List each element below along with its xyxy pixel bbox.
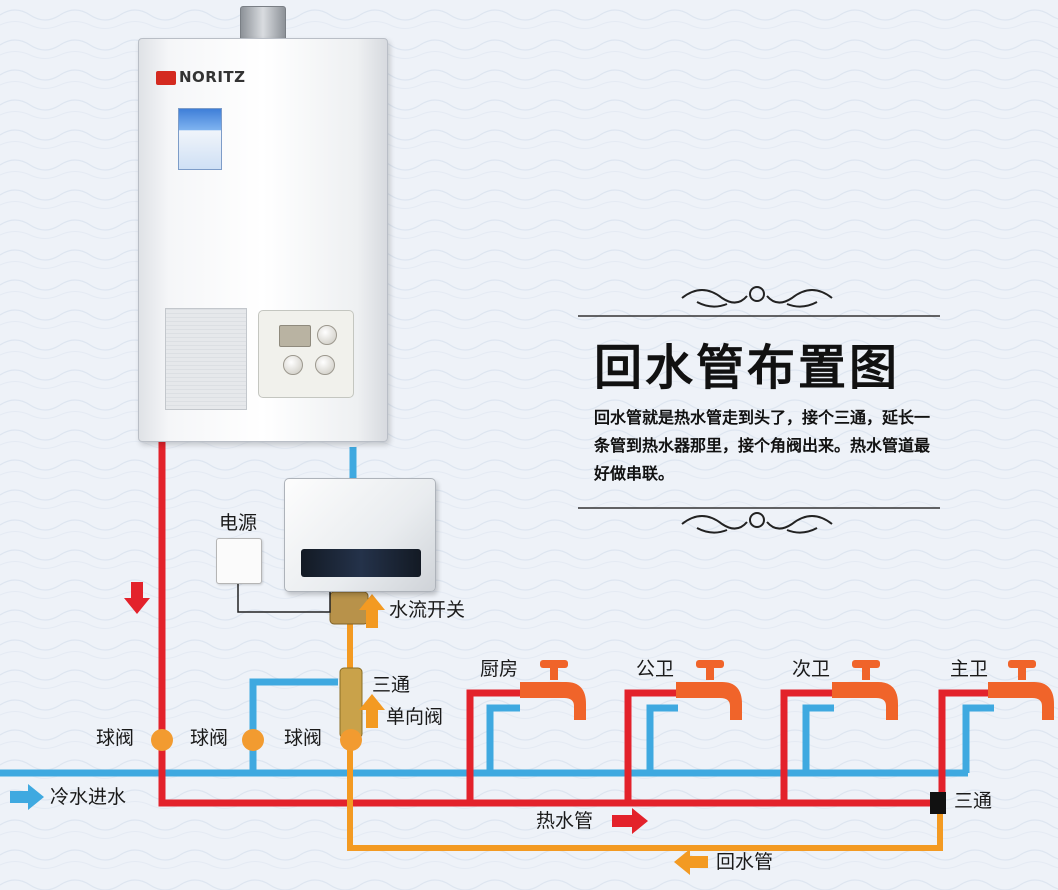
ornament-top-icon (681, 286, 833, 308)
faucet-icon-kitchen (520, 660, 586, 720)
brand-mark-icon (156, 70, 176, 85)
heater-knob-1 (317, 325, 337, 345)
tee-connector-icon (930, 792, 946, 814)
diagram-description: 回水管就是热水管走到头了，接个三通，延长一条管到热水器那里，接个角阀出来。热水管… (594, 408, 931, 483)
heater-chimney (240, 6, 286, 42)
return-pipe-line (347, 682, 943, 851)
heater-display (279, 325, 311, 347)
up-arrow-check-icon (359, 694, 385, 728)
faucet-icon-public (676, 660, 742, 720)
ball-valve-icon (151, 729, 362, 751)
label-second-bath: 次卫 (792, 658, 831, 680)
faucet-icon-master (988, 660, 1054, 720)
spec-plate (165, 308, 247, 410)
label-cold-water-in: 冷水进水 (50, 786, 127, 808)
heater-knob-2 (283, 355, 303, 375)
cold-branch-master (962, 704, 994, 773)
label-master-bath: 主卫 (950, 658, 989, 680)
ornament-bottom-icon (681, 512, 833, 534)
cold-branch-second (802, 704, 834, 773)
label-flow-switch: 水流开关 (389, 599, 466, 621)
brand-logo: NORITZ (156, 68, 246, 86)
label-ball-valve-3: 球阀 (284, 727, 323, 749)
ball-valve-3 (340, 729, 362, 751)
ornament-scroll (681, 515, 833, 534)
ornament-rosette (749, 286, 765, 302)
ball-valve-1 (151, 729, 173, 751)
label-kitchen: 厨房 (480, 658, 519, 680)
energy-label-sticker (178, 108, 222, 170)
ball-valve-2 (242, 729, 264, 751)
hot-branch-master (938, 689, 992, 803)
label-return-pipe: 回水管 (716, 851, 774, 873)
left-arrow-return-icon (674, 849, 708, 875)
circulation-pump-unit (284, 478, 436, 592)
hot-riser-from-heater (158, 440, 938, 807)
diagram-title: 回水管布置图 (594, 340, 901, 396)
hot-water-pipes (158, 440, 992, 807)
heater-control-panel (258, 310, 354, 398)
right-arrow-cold-icon (10, 784, 44, 810)
up-arrow-flow-icon (359, 594, 385, 628)
cold-branch-kitchen (486, 704, 520, 773)
heater-knob-3 (315, 355, 335, 375)
label-check-valve: 单向阀 (386, 706, 444, 728)
label-tee-upper: 三通 (372, 674, 411, 696)
hot-branch-second (780, 689, 834, 803)
brand-text: NORITZ (179, 68, 246, 86)
label-ball-valve-1: 球阀 (96, 727, 135, 749)
faucet-icon-second (832, 660, 898, 720)
check-valve-body (339, 667, 363, 739)
cold-branch-public (646, 704, 678, 773)
hot-branch-kitchen (466, 689, 520, 803)
label-ball-valve-2: 球阀 (190, 727, 229, 749)
right-arrow-hot-icon (612, 808, 648, 834)
down-arrow-icon (124, 582, 150, 614)
label-power: 电源 (219, 512, 258, 534)
power-socket (216, 538, 262, 584)
pump-display (301, 549, 421, 577)
label-tee-right: 三通 (954, 790, 993, 812)
ornament-rosette (749, 512, 765, 528)
label-hot-water-pipe: 热水管 (536, 810, 594, 832)
ornament-scroll (681, 289, 833, 308)
power-wire (237, 582, 331, 613)
hot-branch-public (624, 689, 678, 803)
label-public-bath: 公卫 (636, 658, 675, 680)
